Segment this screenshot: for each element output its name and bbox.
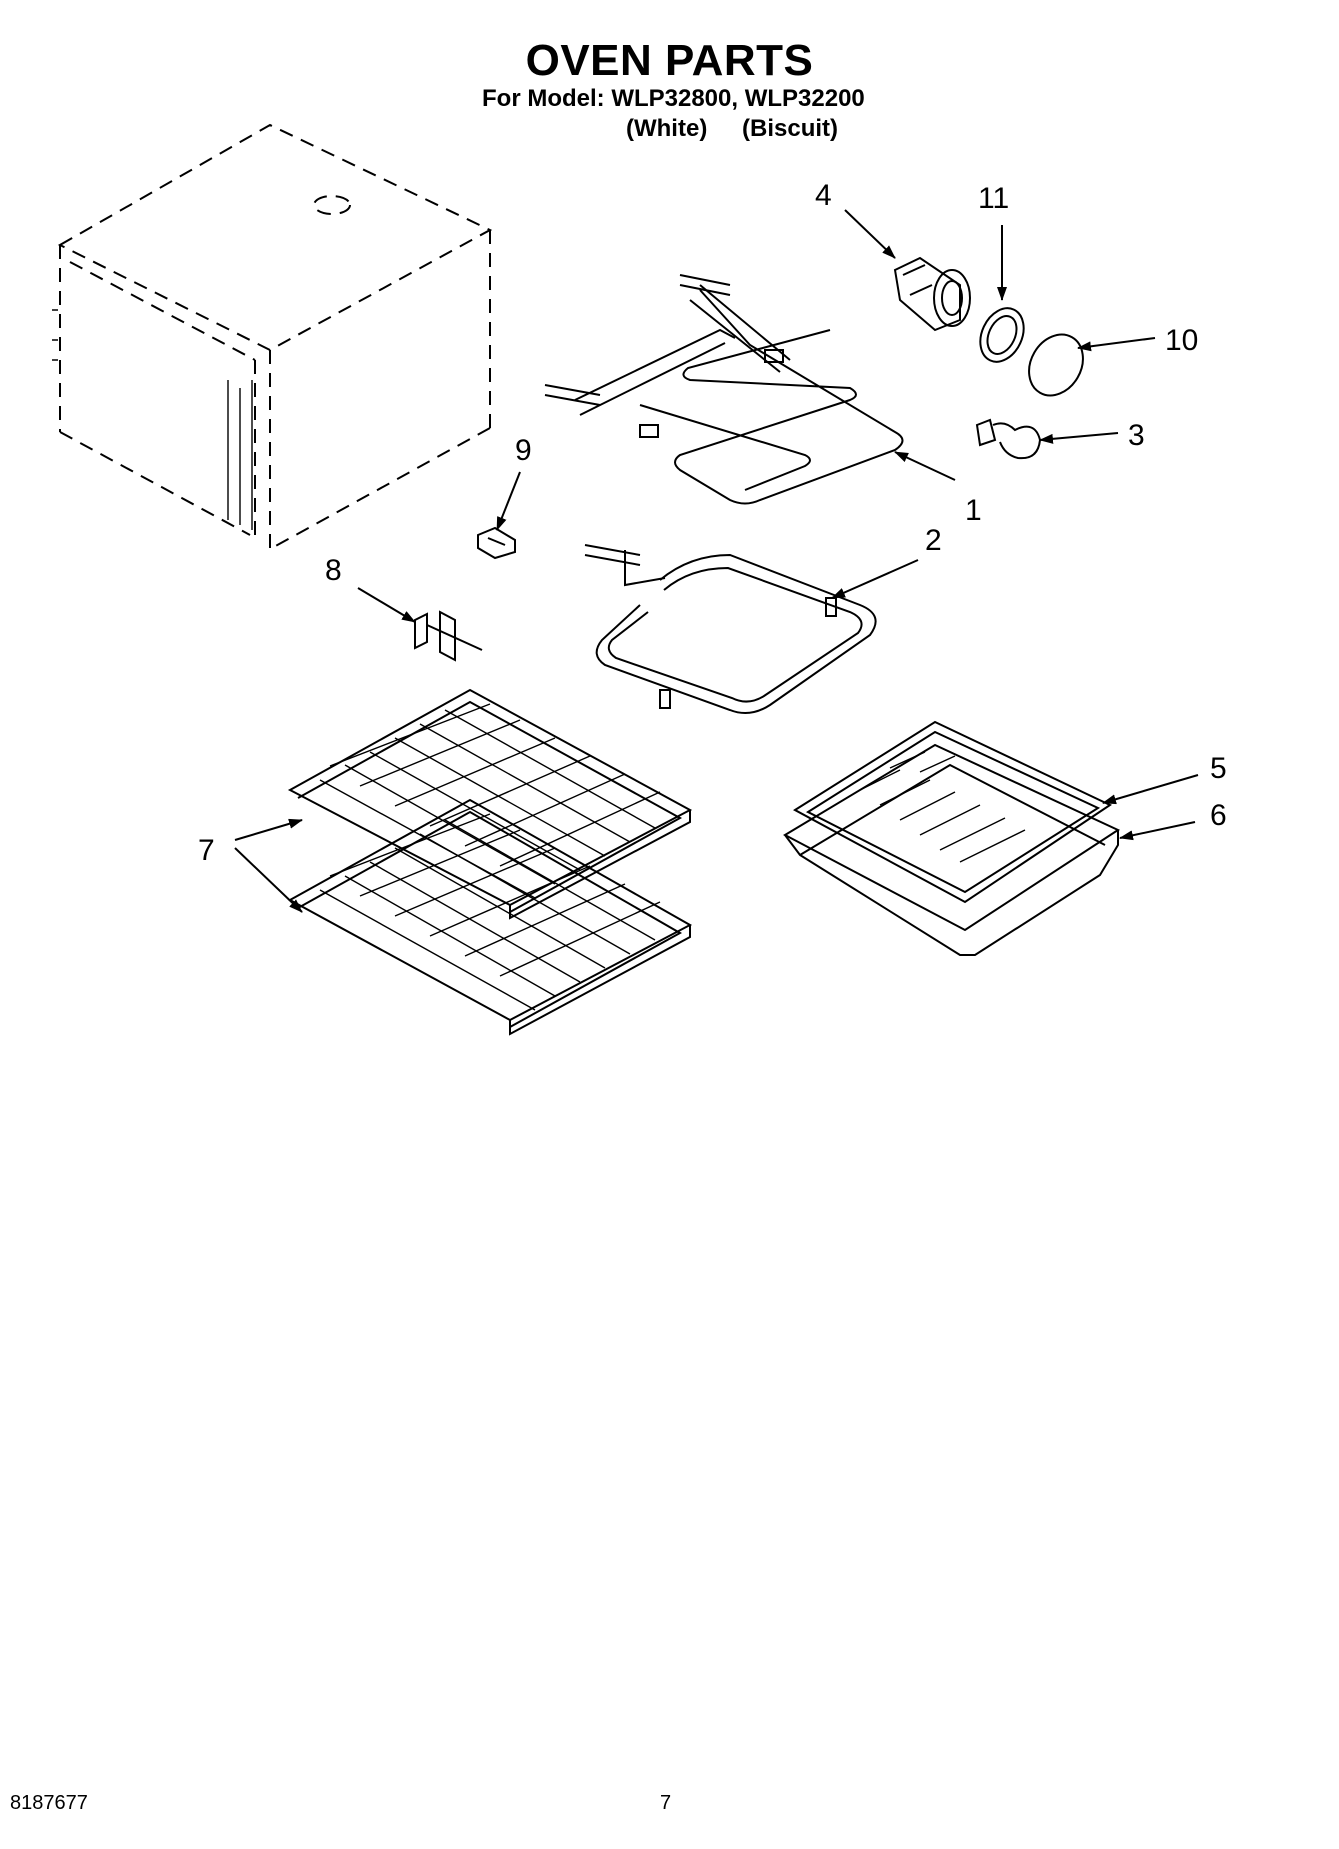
variant-white: (White)	[626, 115, 708, 142]
page-number: 7	[660, 1792, 672, 1814]
part-2-bake-element	[584, 544, 877, 715]
variant-biscuit: (Biscuit)	[742, 115, 838, 142]
part-1-broil-element	[544, 274, 904, 505]
callout-11: 11	[978, 182, 1009, 215]
part-7-oven-rack-lower	[287, 798, 693, 1036]
callout-10: 10	[1165, 324, 1198, 357]
callout-5: 5	[1210, 752, 1227, 785]
part-9-clip	[477, 526, 516, 560]
callout-4: 4	[815, 179, 832, 212]
callout-2: 2	[925, 524, 942, 557]
part-10-lens	[1028, 333, 1084, 397]
part-6-broiler-pan	[782, 743, 1121, 956]
callout-8: 8	[325, 554, 342, 587]
part-7-oven-rack-upper	[287, 688, 693, 920]
part-8-oven-sensor	[414, 610, 483, 662]
arrow-9	[496, 471, 521, 531]
page-title: OVEN PARTS	[525, 36, 814, 85]
arrow-10	[1077, 337, 1156, 352]
callout-7: 7	[198, 834, 215, 867]
callout-3: 3	[1128, 419, 1145, 452]
arrow-2	[831, 559, 919, 599]
oven-cavity-outline	[52, 123, 493, 549]
callout-9: 9	[515, 434, 532, 467]
arrow-7a	[234, 818, 303, 841]
arrow-4	[844, 209, 896, 259]
part-5-broiler-grid	[793, 720, 1113, 904]
arrow-5	[1102, 774, 1199, 805]
part-11-gasket	[979, 307, 1025, 363]
model-line: For Model: WLP32800, WLP32200	[482, 85, 865, 112]
document-number: 8187677	[10, 1792, 88, 1814]
part-3-light-bulb	[975, 418, 1042, 460]
callout-6: 6	[1210, 799, 1227, 832]
callout-arrows	[234, 209, 1199, 913]
callout-1: 1	[965, 494, 982, 527]
arrow-6	[1119, 821, 1196, 841]
arrow-1	[894, 451, 956, 481]
arrow-8	[357, 587, 416, 623]
arrow-7b	[234, 847, 303, 913]
arrow-3	[1039, 432, 1119, 444]
part-4-light-socket	[893, 256, 971, 332]
